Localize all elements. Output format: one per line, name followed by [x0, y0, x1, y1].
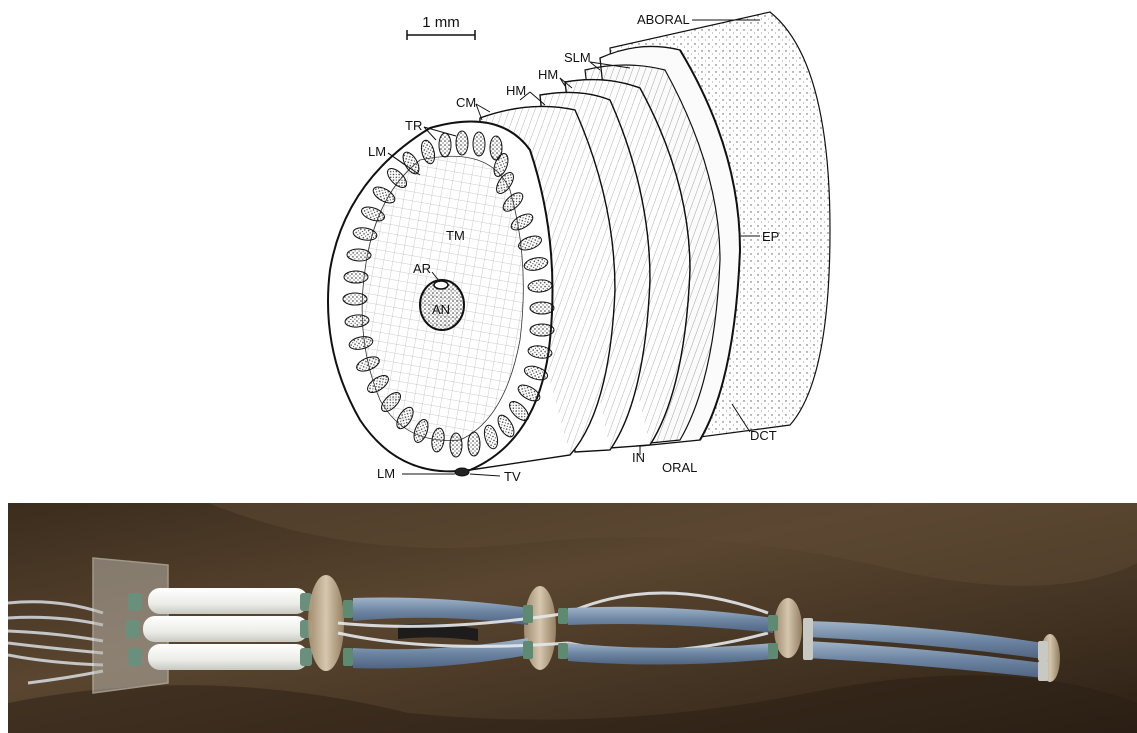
label-cm: CM: [456, 95, 476, 110]
base-segment: [143, 588, 308, 670]
label-tv: TV: [504, 469, 521, 484]
label-in: IN: [632, 450, 645, 465]
label-lm-bottom: LM: [377, 466, 395, 481]
robotic-arm-photo: [8, 503, 1137, 733]
label-ar: AR: [413, 261, 431, 276]
photo-svg: [8, 503, 1137, 733]
label-hm-2: HM: [506, 83, 526, 98]
trabecular-vessel: [455, 468, 469, 476]
label-slm: SLM: [564, 50, 591, 65]
tentacle-cross-section-diagram: 1 mm ABORAL SLM HM HM CM TR LM TM AR AN …: [0, 0, 1137, 500]
label-tm: TM: [446, 228, 465, 243]
label-ep: EP: [762, 229, 779, 244]
label-lm-top: LM: [368, 144, 386, 159]
label-tr: TR: [405, 118, 422, 133]
label-dct: DCT: [750, 428, 777, 443]
label-hm-1: HM: [538, 67, 558, 82]
artery: [434, 281, 448, 289]
scale-bar: 1 mm: [407, 14, 475, 40]
label-aboral: ABORAL: [637, 12, 690, 27]
diagram-svg: 1 mm ABORAL SLM HM HM CM TR LM TM AR AN …: [0, 0, 1137, 500]
label-an: AN: [432, 302, 450, 317]
ring-3: [774, 598, 802, 658]
label-oral: ORAL: [662, 460, 697, 475]
scale-bar-label: 1 mm: [422, 14, 460, 31]
